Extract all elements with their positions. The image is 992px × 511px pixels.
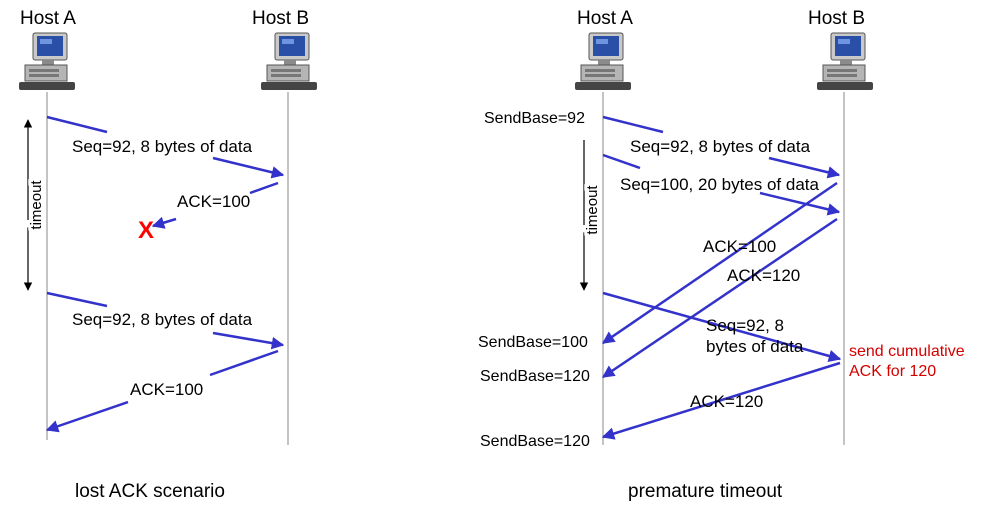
left-ack2-arrow-part1 [209, 349, 279, 377]
right-seq2-arrow-part2 [759, 191, 841, 216]
right-seq3-arrow [602, 291, 842, 363]
left-host-a-label: Host A [20, 8, 76, 29]
right-ack120-label: ACK=120 [727, 266, 800, 285]
right-ack100-arrow [601, 181, 838, 345]
left-seq1-arrow-part2 [212, 156, 285, 179]
left-ack1-arrow-part1 [249, 181, 279, 195]
right-seq1-arrow-part2 [768, 156, 841, 179]
computer-icon [816, 32, 874, 91]
right-seq2-arrow-part1 [602, 153, 641, 170]
left-seq2-arrow-part1 [46, 291, 108, 308]
left-scenario: Host A Host B timeout Seq=92, 8 bytes of… [18, 8, 318, 502]
right-ack100-label: ACK=100 [703, 237, 776, 256]
computer-icon [574, 32, 632, 91]
right-caption: premature timeout [628, 481, 783, 502]
left-seq2-label: Seq=92, 8 bytes of data [72, 310, 253, 329]
left-ack1-label: ACK=100 [177, 192, 250, 211]
right-sendbase-100: SendBase=100 [478, 334, 588, 351]
right-seq1-arrow-part1 [602, 115, 664, 134]
computer-icon [260, 32, 318, 91]
left-timeout-label: timeout [28, 180, 45, 230]
right-note-line2: ACK for 120 [849, 363, 936, 380]
right-seq3-label-line1: Seq=92, 8 [706, 316, 784, 335]
right-sendbase-92: SendBase=92 [484, 110, 585, 127]
right-note-line1: send cumulative [849, 343, 965, 360]
right-ack120-arrow [601, 217, 838, 379]
right-host-b-label: Host B [808, 8, 865, 29]
left-ack2-label: ACK=100 [130, 380, 203, 399]
right-ack120-final-arrow [601, 361, 841, 440]
left-seq1-label: Seq=92, 8 bytes of data [72, 137, 253, 156]
left-ack1-arrow-part2 [151, 216, 177, 229]
right-seq2-label: Seq=100, 20 bytes of data [620, 175, 820, 194]
left-seq1-arrow-part1 [46, 115, 108, 134]
left-caption: lost ACK scenario [75, 481, 225, 502]
loss-x-icon: X [138, 217, 154, 244]
left-ack2-arrow-part2 [45, 400, 129, 433]
computer-icon [18, 32, 76, 91]
right-sendbase-120-final: SendBase=120 [480, 433, 590, 450]
right-ack120-final-label: ACK=120 [690, 392, 763, 411]
right-sendbase-120: SendBase=120 [480, 368, 590, 385]
right-timeout-label: timeout [584, 185, 601, 235]
left-host-b-label: Host B [252, 8, 309, 29]
right-scenario: Host A Host B timeout SendBase=92 Seq=92… [478, 8, 965, 502]
right-host-a-label: Host A [577, 8, 633, 29]
left-seq2-arrow-part2 [212, 331, 285, 350]
right-seq3-label-line2: bytes of data [706, 337, 804, 356]
right-seq1-label: Seq=92, 8 bytes of data [630, 137, 811, 156]
